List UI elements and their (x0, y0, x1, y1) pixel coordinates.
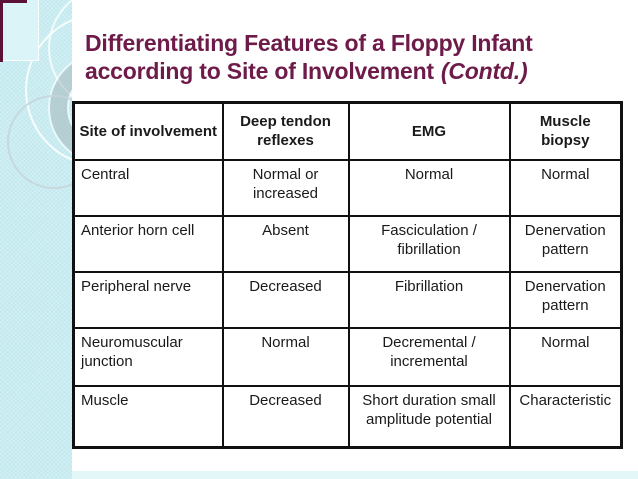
table-cell: Peripheral nerve (72, 270, 224, 329)
table-cell: Normal (508, 158, 623, 217)
decorative-band (0, 0, 72, 479)
table-cell: Short duration small amplitude potential (347, 384, 511, 449)
table-cell: Decreased (221, 384, 350, 449)
slide-title: Differentiating Features of a Floppy Inf… (85, 29, 625, 85)
corner-panel (3, 0, 39, 61)
table-cell: Characteristic (508, 384, 623, 449)
table-cell: Neuromuscular junction (72, 326, 224, 387)
column-header-muscle-biopsy: Muscle biopsy (508, 101, 623, 161)
table-cell: Normal (508, 326, 623, 387)
table-cell: Normal (347, 158, 511, 217)
corner-accent-vertical (0, 0, 3, 62)
column-header-deep-tendon-reflexes: Deep tendon reflexes (221, 101, 350, 161)
column-header-site-of-involvement: Site of involvement (72, 101, 224, 161)
table-cell: Denervation pattern (508, 270, 623, 329)
table-row-neuromuscular-junction: Neuromuscular junction Normal Decrementa… (72, 326, 623, 387)
table-cell: Normal or increased (221, 158, 350, 217)
column-header-emg: EMG (347, 101, 511, 161)
table-cell: Fasciculation / fibrillation (347, 214, 511, 273)
corner-accent-horizontal (0, 0, 27, 3)
decorative-circle (7, 95, 72, 189)
title-contd: (Contd.) (440, 58, 528, 84)
table-cell: Normal (221, 326, 350, 387)
table-cell: Absent (221, 214, 350, 273)
table-cell: Decreased (221, 270, 350, 329)
table-cell: Fibrillation (347, 270, 511, 329)
title-line-1: Differentiating Features of a Floppy Inf… (85, 30, 533, 56)
table-cell: Denervation pattern (508, 214, 623, 273)
bottom-edge-strip (72, 471, 638, 479)
table-row-peripheral-nerve: Peripheral nerve Decreased Fibrillation … (72, 270, 623, 329)
table-cell: Anterior horn cell (72, 214, 224, 273)
table-header-row: Site of involvement Deep tendon reflexes… (72, 101, 623, 161)
table-cell: Decremental / incremental (347, 326, 511, 387)
table-row-muscle: Muscle Decreased Short duration small am… (72, 384, 623, 449)
comparison-table: Site of involvement Deep tendon reflexes… (72, 101, 623, 449)
table-row-central: Central Normal or increased Normal Norma… (72, 158, 623, 217)
table-row-anterior-horn-cell: Anterior horn cell Absent Fasciculation … (72, 214, 623, 273)
title-line-2: according to Site of Involvement (85, 58, 434, 84)
table-cell: Muscle (72, 384, 224, 449)
table-cell: Central (72, 158, 224, 217)
